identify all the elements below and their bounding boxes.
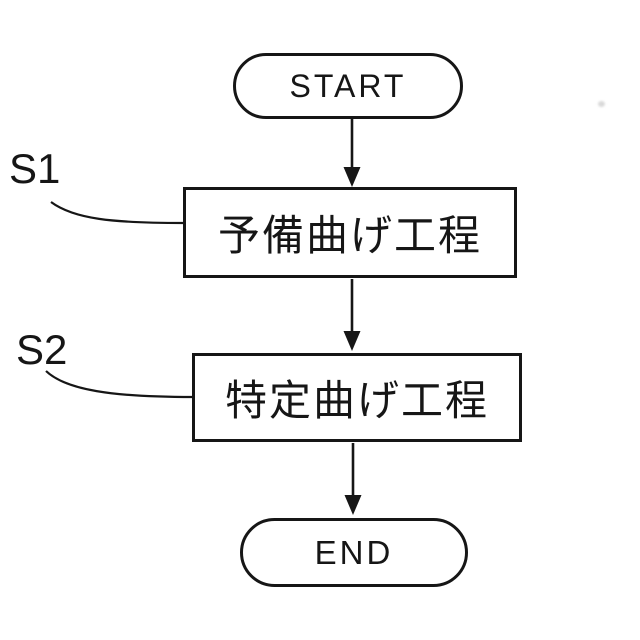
- end-terminator: END: [240, 518, 468, 587]
- end-label: END: [314, 533, 394, 571]
- step2-id-label: S2: [16, 326, 68, 373]
- step1-id-label: S1: [9, 145, 61, 192]
- leader-line-s2: [45, 370, 194, 399]
- leader-line-s1: [50, 201, 185, 225]
- start-label: START: [289, 67, 407, 104]
- step1-label: 予備曲げ工程: [217, 212, 482, 259]
- arrow-start-to-step1: [343, 119, 361, 187]
- scan-artifact-speck: [598, 101, 605, 107]
- arrow-step1-to-step2: [343, 279, 361, 351]
- start-terminator: START: [233, 53, 463, 119]
- step2-label: 特定曲げ工程: [224, 377, 489, 424]
- step1-process-box: 予備曲げ工程: [183, 187, 517, 278]
- arrow-step2-to-end: [344, 443, 362, 515]
- step2-process-box: 特定曲げ工程: [192, 353, 522, 442]
